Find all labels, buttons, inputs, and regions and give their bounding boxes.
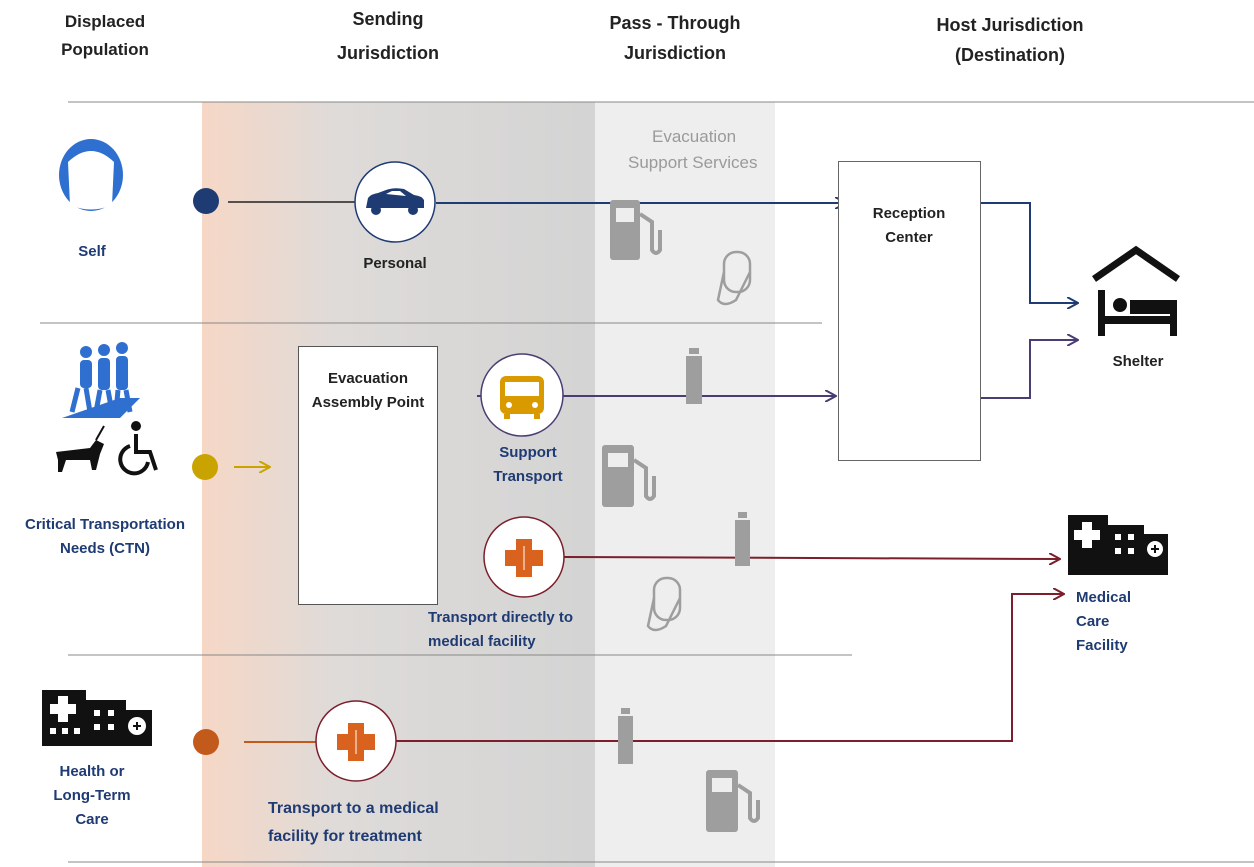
support-transport-label: Support Transport [493,444,563,485]
reception-center-box: Reception Center [838,161,981,461]
shelter-bed-icon [1092,245,1180,336]
water-bottle-icon-3 [618,708,633,764]
walking-group-icon [62,342,140,418]
health-label: Health or Long-Term Care [53,763,131,828]
personal-label: Personal [363,255,427,272]
reception-center-label: Reception Center [872,205,946,246]
medical-facility-icon [1068,515,1168,575]
wheelchair-icon [118,421,158,476]
fuel-pump-icon [610,200,662,260]
ctn-medical-line [563,557,1060,559]
paper-towel-icon-2 [646,576,682,632]
evacuation-assembly-point-label: Evacuation Assembly Point [311,370,425,411]
bus-icon [500,376,544,419]
ctn-label: Critical Transportation Needs (CTN) [24,516,186,557]
health-transport-label: Transport to a medical facility for trea… [268,800,439,845]
transport-directly-to-medical-label: Transport directly to medical facility [428,609,574,650]
health-line-to-medical [396,594,1064,742]
fuel-pump-icon-2 [602,445,656,507]
medical-cross-icon [505,539,543,577]
health-cross-icon [337,723,375,761]
self-label: Self [78,243,106,260]
person-icon [59,139,123,211]
ctn-dot [192,454,218,480]
car-icon [366,188,424,215]
header-displaced-population: Displaced Population [61,12,149,59]
header-sending-jurisdiction: Sending Jurisdiction [336,9,439,63]
health-dot [193,729,219,755]
paper-towel-icon [716,250,752,306]
hospital-icon [42,690,152,746]
medical-care-facility-label: Medical Care Facility [1076,589,1132,654]
guide-dog-icon [56,425,105,472]
self-dot [193,188,219,214]
water-bottle-icon [686,348,702,404]
fuel-pump-icon-3 [706,770,760,832]
evacuation-support-services-label: Evacuation Support Services [628,127,758,172]
header-pass-through-jurisdiction: Pass - Through Jurisdiction [609,13,741,63]
header-host-jurisdiction: Host Jurisdiction (Destination) [936,15,1084,65]
shelter-label: Shelter [1112,353,1164,370]
evacuation-assembly-point-box: Evacuation Assembly Point [298,346,438,605]
water-bottle-icon-2 [735,512,750,566]
reception-to-shelter-line-ctn [980,340,1078,399]
reception-to-shelter-line [980,202,1078,303]
